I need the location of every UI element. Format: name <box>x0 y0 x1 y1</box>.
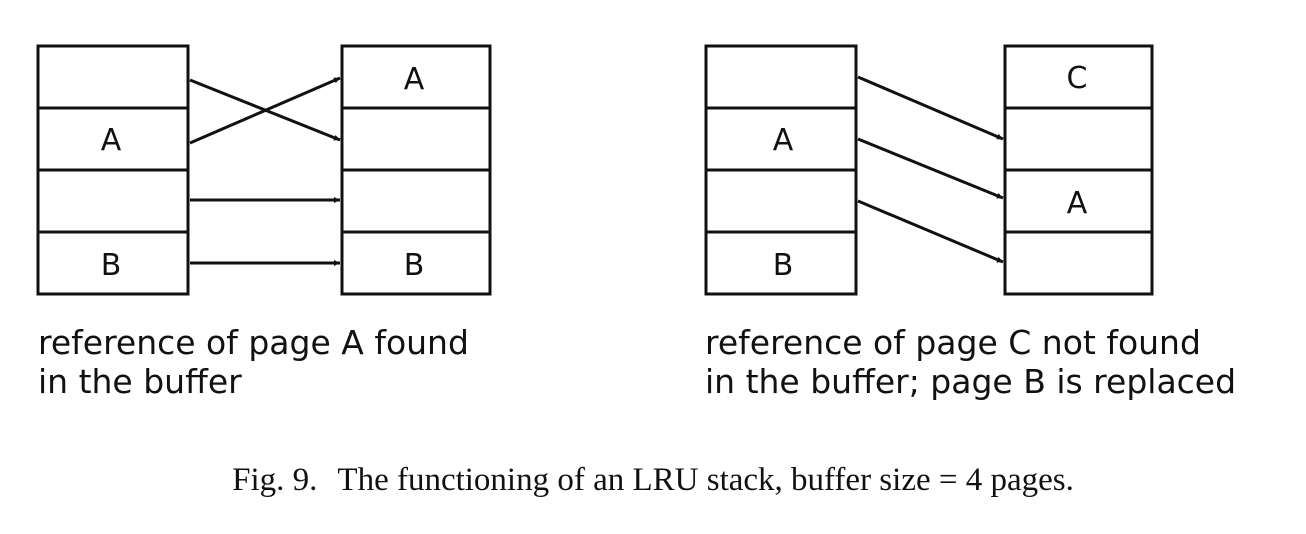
left-arrows <box>189 76 341 266</box>
cell-label: C <box>1067 61 1088 96</box>
stack-cell <box>36 230 190 296</box>
caption-line: in the buffer; page B is replaced <box>705 362 1237 401</box>
stack-cell <box>1003 230 1154 296</box>
right-after-stack: C A <box>1003 44 1154 296</box>
figure-caption: Fig. 9. The functioning of an LRU stack, … <box>0 462 1306 499</box>
stack-cell <box>1003 106 1154 172</box>
cell-label: A <box>404 62 425 97</box>
stack-cell <box>704 44 858 110</box>
arrow <box>857 137 1004 200</box>
figure-label: Fig. 9. <box>232 462 318 498</box>
figure-caption-text: The functioning of an LRU stack, buffer … <box>337 462 1074 498</box>
left-before-stack: A B <box>36 44 190 296</box>
cell-label: A <box>773 123 794 158</box>
cell-label: B <box>101 248 122 283</box>
stack-cell <box>340 168 492 234</box>
stack-cell <box>704 230 858 296</box>
left-after-stack: A B <box>340 44 492 296</box>
cell-label: B <box>404 248 425 283</box>
arrow <box>189 78 341 142</box>
stack-cell <box>36 44 190 110</box>
cell-label: A <box>1067 186 1088 221</box>
caption-line: reference of page C not found <box>705 323 1201 362</box>
stack-cell <box>704 168 858 234</box>
stack-cell <box>340 106 492 172</box>
stack-cell <box>340 230 492 296</box>
stack-cell <box>36 168 190 234</box>
caption-line: in the buffer <box>38 362 242 401</box>
right-before-stack: A B <box>704 44 858 296</box>
arrow <box>857 199 1004 264</box>
right-arrows <box>857 75 1004 264</box>
caption-line: reference of page A found <box>38 323 469 362</box>
cell-label: A <box>101 123 122 158</box>
arrow <box>857 75 1004 141</box>
cell-label: B <box>773 248 794 283</box>
